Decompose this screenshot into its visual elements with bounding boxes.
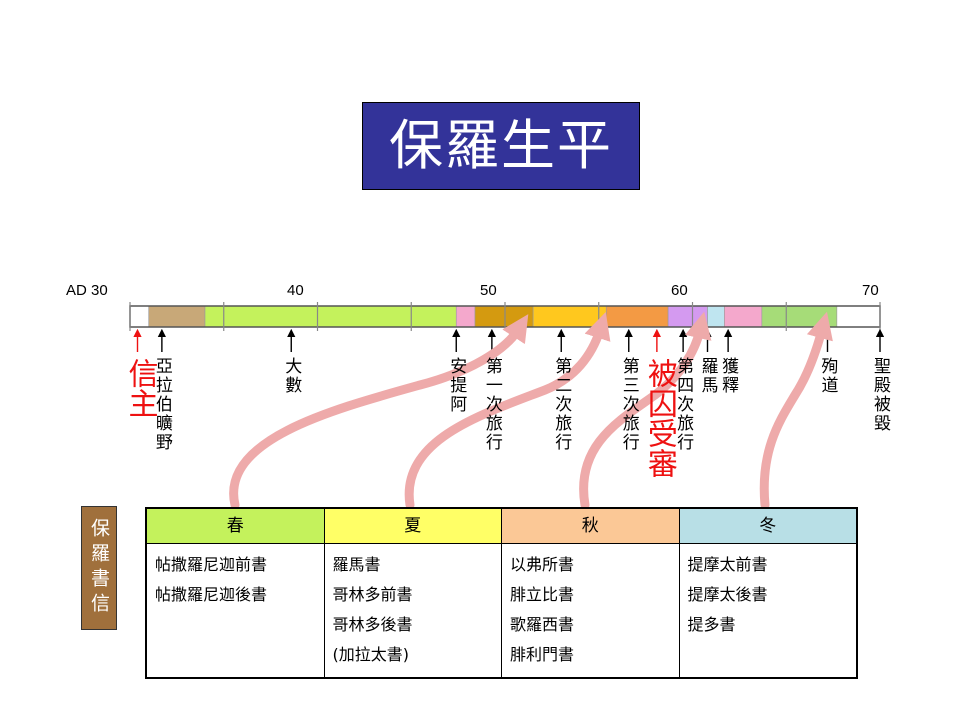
season-header-summer: 夏 (324, 509, 501, 544)
event-label: 第四次旅行 (673, 357, 694, 452)
letter-item: 以弗所書 (510, 555, 575, 574)
letter-item: (加拉太書) (332, 645, 410, 664)
event-label: 第三次旅行 (618, 357, 639, 452)
event-label: 大數 (281, 357, 302, 395)
timeline-segment (204, 305, 457, 328)
season-column-winter: 冬 提摩太前書 提摩太後書 提多書 (679, 509, 856, 677)
letter-item: 帖撒羅尼迦後書 (155, 585, 268, 604)
letter-item: 提摩太後書 (687, 585, 768, 604)
timeline-segment (724, 305, 763, 328)
letter-item: 腓利門書 (510, 645, 575, 664)
timeline-segment (605, 305, 669, 328)
event-label: 安提阿 (446, 357, 467, 414)
axis-label-70: 70 (862, 282, 879, 299)
event-label: 亞拉伯曠野 (151, 357, 172, 452)
event-label: 第一次旅行 (481, 357, 502, 452)
axis-label-40: 40 (287, 282, 304, 299)
timeline-segment (836, 305, 881, 328)
axis-label-60: 60 (671, 282, 688, 299)
axis-label-30: AD 30 (66, 282, 108, 299)
timeline-segment (455, 305, 476, 328)
timeline-segment (129, 305, 150, 328)
timeline-segment (761, 305, 838, 328)
event-label: 被囚受審 (641, 358, 677, 478)
season-column-summer: 夏 羅馬書 哥林多前書 哥林多後書 (加拉太書) (324, 509, 502, 677)
timeline-segment (667, 305, 708, 328)
page-title: 保羅生平 (362, 102, 640, 190)
letter-item: 帖撒羅尼迦前書 (155, 555, 268, 574)
timeline-segment (707, 305, 725, 328)
event-label: 聖殿被毀 (870, 357, 890, 433)
letter-item: 提摩太前書 (687, 555, 768, 574)
season-header-autumn: 秋 (502, 509, 679, 544)
axis-label-50: 50 (480, 282, 497, 299)
letter-item: 羅馬書 (332, 555, 381, 574)
letters-table: 春 帖撒羅尼迦前書 帖撒羅尼迦後書 夏 羅馬書 哥林多前書 哥林多後書 (加拉太… (145, 507, 858, 679)
season-column-spring: 春 帖撒羅尼迦前書 帖撒羅尼迦後書 (147, 509, 325, 677)
spring-to-second-journey-curve (229, 314, 529, 510)
season-header-winter: 冬 (679, 509, 856, 544)
event-label: 獲釋 (718, 357, 739, 395)
letter-item: 腓立比書 (510, 585, 575, 604)
event-label: 第二次旅行 (551, 357, 572, 452)
event-label: 信主 (122, 358, 158, 418)
timeline-segment (532, 305, 607, 328)
letter-item: 提多書 (687, 615, 736, 634)
timeline-segment (474, 305, 534, 328)
side-label-pauline-letters: 保羅書信 (81, 506, 117, 630)
season-column-autumn: 秋 以弗所書 腓立比書 歌羅西書 腓利門書 (502, 509, 680, 677)
autumn-to-imprisonment-curve (579, 311, 712, 510)
event-label: 殉道 (817, 357, 838, 395)
summer-to-third-journey-curve (404, 312, 611, 510)
letter-item: 歌羅西書 (510, 615, 575, 634)
event-label: 羅馬 (697, 357, 718, 395)
winter-to-martyrdom-curve (759, 311, 833, 510)
timeline-segment (148, 305, 206, 328)
letter-item: 哥林多後書 (332, 615, 413, 634)
letter-item: 哥林多前書 (332, 585, 413, 604)
season-header-spring: 春 (147, 509, 324, 544)
